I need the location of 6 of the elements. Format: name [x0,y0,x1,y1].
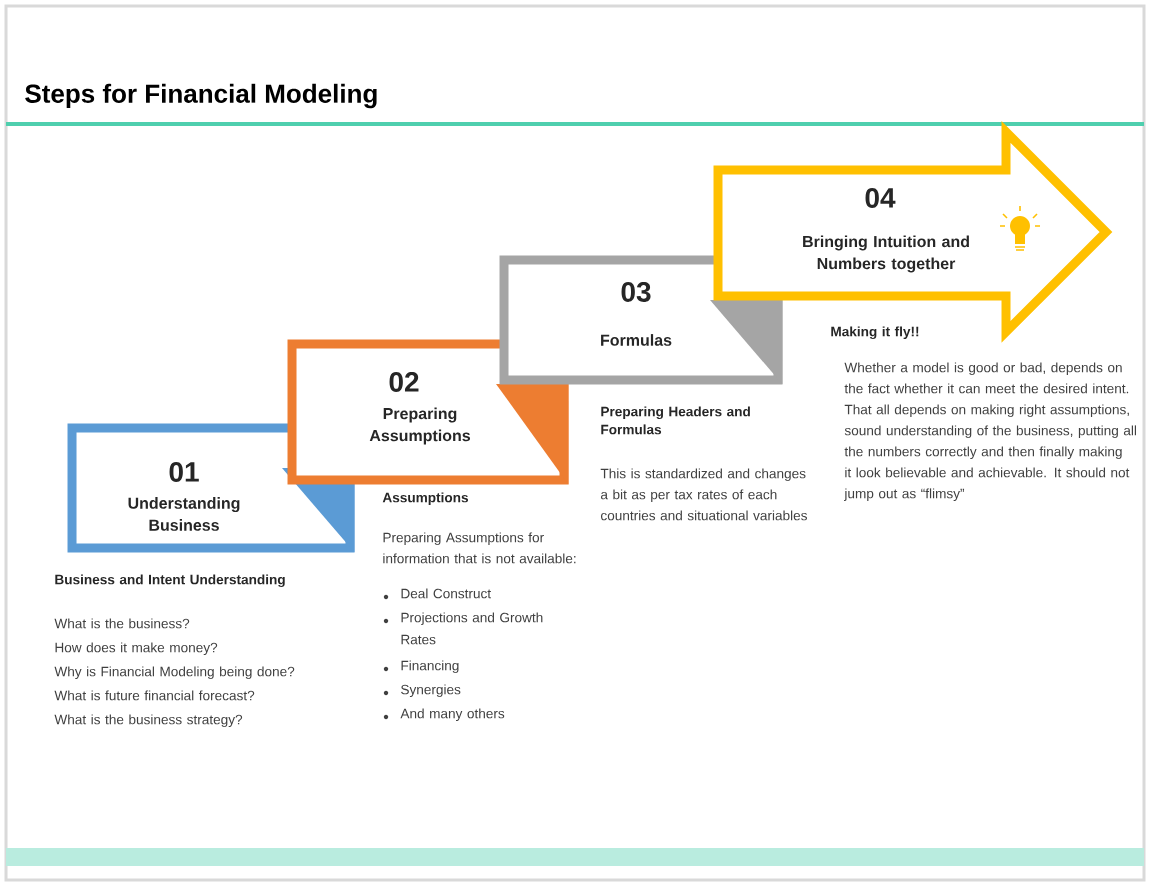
node-label: Bringing Intuition and Numbers together [803,235,969,273]
node-label: 04 [865,188,896,208]
title: Steps for Financial Modeling [25,83,377,109]
step-box: 01 Understanding Business [67,423,355,553]
step-box: 03 Formulas [499,255,783,385]
step-box: 02 Preparing Assumptions [287,339,569,485]
